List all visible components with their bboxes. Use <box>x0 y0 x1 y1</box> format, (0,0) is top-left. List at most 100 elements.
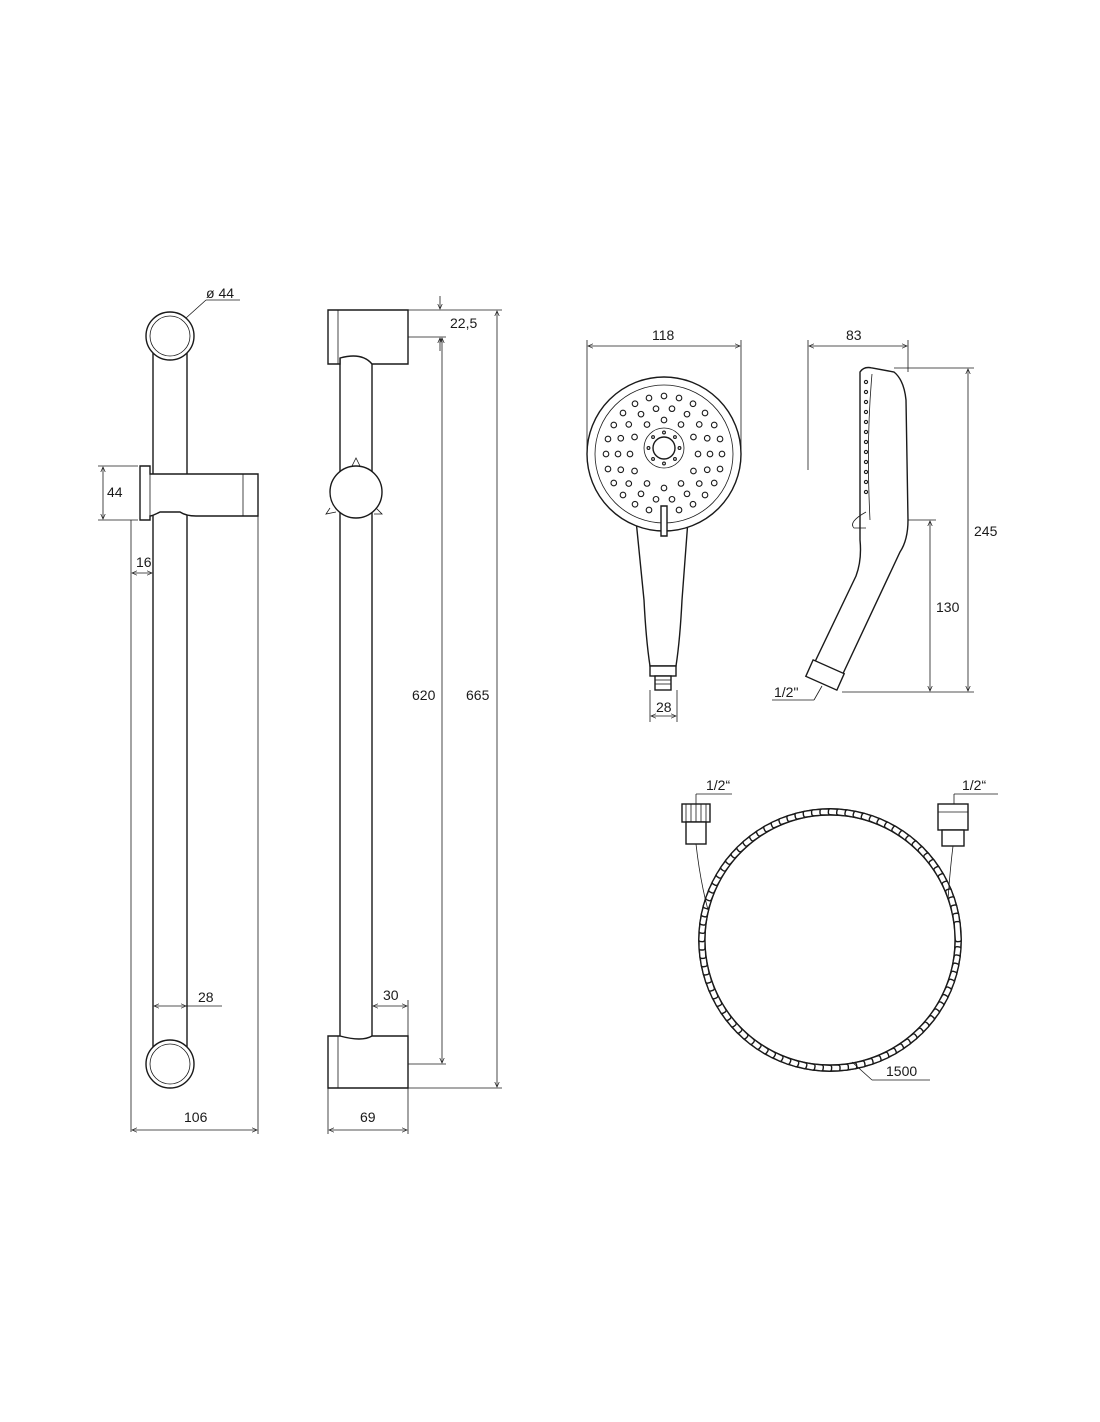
nozzle <box>677 480 685 487</box>
dim-head-depth: 83 <box>846 327 862 343</box>
side-nozzles <box>863 379 869 495</box>
dim-hole-spacing: 620 <box>412 687 436 703</box>
nozzle <box>863 409 869 415</box>
knob-tip <box>325 507 337 515</box>
hose-run-right <box>947 845 954 901</box>
nozzle <box>625 480 633 487</box>
nozzle <box>694 450 702 458</box>
nozzle <box>651 457 655 461</box>
nozzle <box>610 421 618 429</box>
nozzle <box>652 495 660 503</box>
handle-trigger <box>660 505 668 537</box>
dim-handle-length: 130 <box>936 599 960 615</box>
dim-top-offset: 22,5 <box>450 315 477 331</box>
nozzle <box>637 490 645 498</box>
nozzle <box>863 399 869 405</box>
nozzle <box>652 405 660 413</box>
nozzle <box>660 416 668 424</box>
handshower-side-view <box>804 366 909 692</box>
hose-segment <box>953 920 962 943</box>
nozzle <box>645 394 653 402</box>
dim-handle-diameter: 28 <box>656 699 672 715</box>
nozzle <box>706 450 714 458</box>
length-leader <box>851 1061 873 1081</box>
rail-bottom-cap <box>145 1039 195 1089</box>
dim-slider-height: 44 <box>107 484 123 500</box>
nozzle <box>643 480 651 487</box>
nozzle <box>701 491 709 499</box>
handshower-front-dimensions: 118 28 <box>586 327 742 722</box>
nozzle <box>701 409 709 417</box>
dim-wall-offset: 30 <box>383 987 399 1003</box>
nozzle <box>683 410 691 418</box>
nozzle <box>695 421 703 428</box>
nozzle <box>651 435 655 439</box>
hose-coil <box>695 808 962 1072</box>
nozzle <box>690 467 697 475</box>
nozzle <box>675 394 683 402</box>
nozzle <box>604 435 612 443</box>
rail-tube <box>152 339 188 1081</box>
rail-top-bracket <box>327 309 409 365</box>
dim-slider-offset: 16 <box>136 554 152 570</box>
nozzle <box>683 490 691 498</box>
nozzle <box>703 466 711 474</box>
nozzle <box>689 500 697 508</box>
nozzle <box>631 467 638 475</box>
nozzle <box>668 405 676 413</box>
connector-thread <box>654 675 672 691</box>
hose-view <box>681 803 969 1072</box>
rail-front-dimensions: ø 44 44 16 28 106 <box>98 285 259 1134</box>
thread-leader <box>813 685 823 701</box>
hose-run-left <box>695 843 709 911</box>
nozzle <box>662 430 666 435</box>
face-edge <box>868 373 873 521</box>
side-body <box>811 366 909 681</box>
nozzle <box>863 449 869 455</box>
spray-selector-ring <box>643 427 685 469</box>
nozzle <box>863 489 869 495</box>
rail-top-cap <box>145 311 195 361</box>
nozzle <box>673 457 677 461</box>
nozzle <box>710 479 718 487</box>
nozzle <box>604 465 612 473</box>
rail-top-cap-inner <box>149 315 191 357</box>
nozzle <box>626 450 634 458</box>
dim-side-thread: 1/2" <box>774 684 798 700</box>
nozzle <box>631 400 639 408</box>
nozzle <box>617 434 625 442</box>
nozzle <box>610 479 618 487</box>
rail-bottom-bracket <box>327 1035 409 1089</box>
knob-tip <box>351 457 361 467</box>
connector-nut <box>649 665 677 677</box>
nozzle <box>662 461 666 466</box>
rail-slider-knob <box>329 465 383 519</box>
rail-bottom-cap-inner <box>149 1043 191 1085</box>
hose-thread-left: 1/2“ <box>706 777 730 793</box>
nozzle <box>863 479 869 485</box>
dim-head-diameter: 118 <box>652 327 675 343</box>
dim-overall-length: 665 <box>466 687 490 703</box>
hose-right-nut <box>937 803 969 831</box>
hose-right-sleeve <box>941 829 965 847</box>
spray-selector <box>652 436 676 460</box>
nozzle <box>637 410 645 418</box>
nozzle <box>625 421 633 428</box>
nozzle <box>710 421 718 429</box>
handle-body <box>635 519 689 667</box>
nozzle <box>660 484 668 492</box>
nozzle <box>863 419 869 425</box>
nozzle <box>689 400 697 408</box>
nozzle <box>695 480 703 487</box>
nozzle <box>703 434 711 442</box>
nozzle <box>646 446 651 450</box>
nozzle <box>673 435 677 439</box>
hose-dimensions: 1/2“ 1/2“ 1500 <box>695 777 998 1081</box>
nozzle <box>716 435 724 443</box>
dim-side-overall-length: 245 <box>974 523 998 539</box>
handshower-side-dimensions: 83 245 130 1/2" <box>772 327 998 701</box>
nozzle <box>863 469 869 475</box>
trigger-side <box>852 511 867 529</box>
nozzle <box>602 450 610 458</box>
rail-side-view <box>325 309 409 1089</box>
